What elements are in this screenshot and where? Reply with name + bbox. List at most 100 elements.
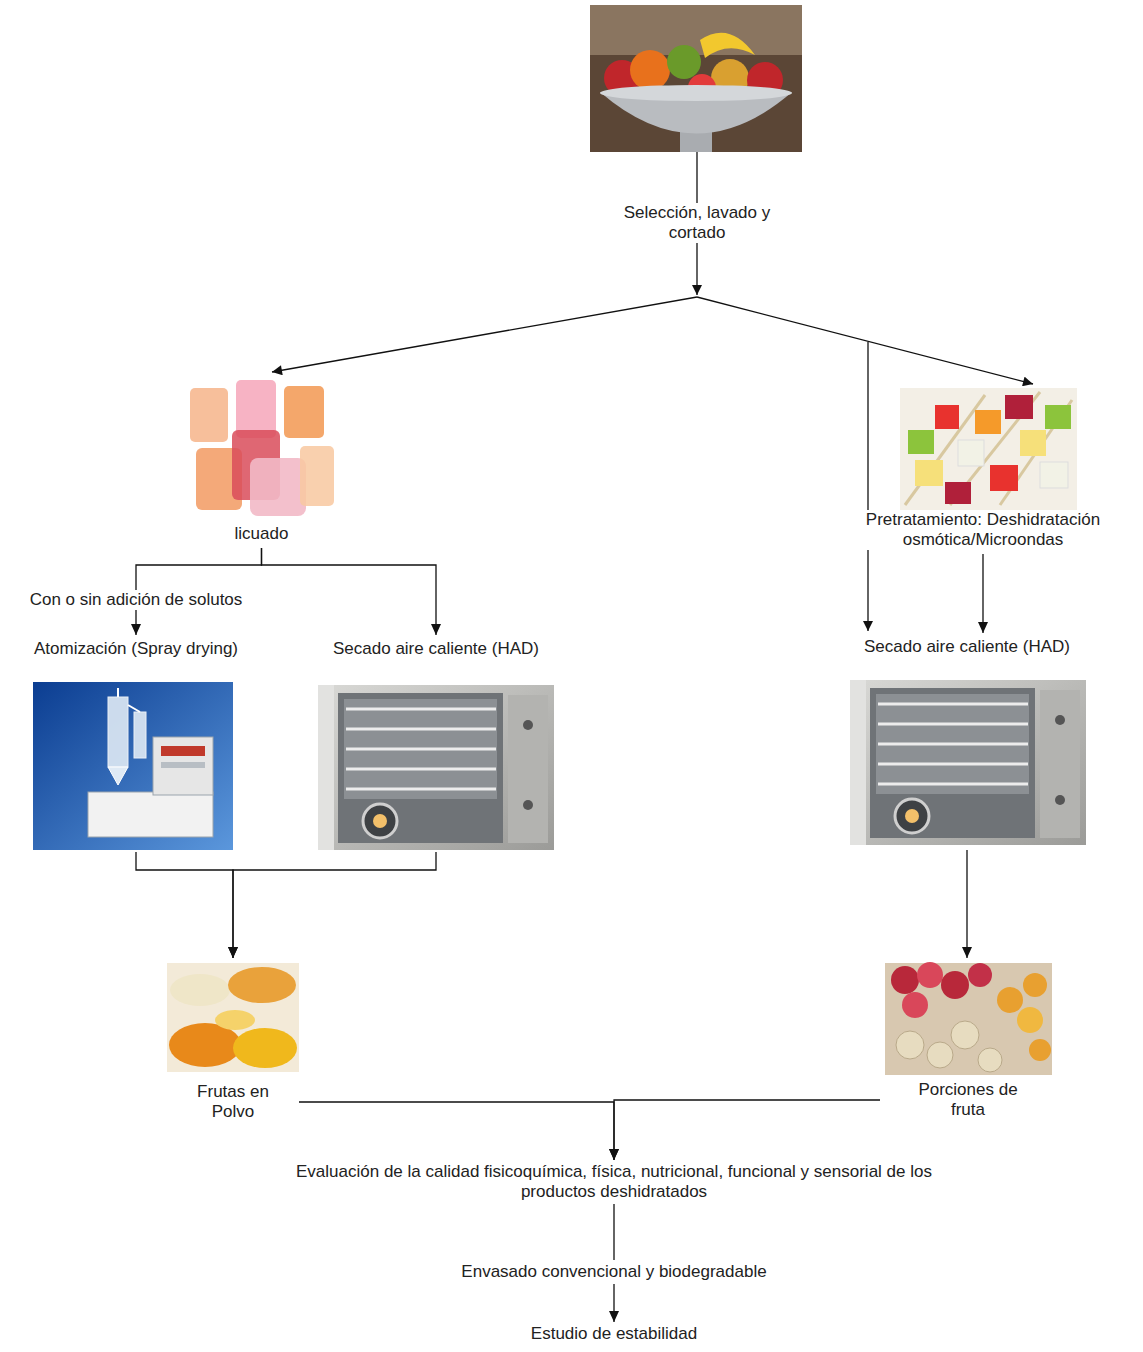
fruit-bowl-photo-part [630,50,670,90]
fruit-skewers-photo-part [945,482,971,504]
spray-dryer-photo-part [128,705,140,712]
hot-air-dryer-photo [318,685,554,850]
arrow-head [609,1311,619,1322]
dried-fruit-pieces-photo-part [927,1042,953,1068]
fruit-skewers-photo [900,388,1077,510]
spray-dryer-photo-part [88,792,213,837]
fruit-skewers-photo-part [958,440,984,466]
spray-dryer-photo-part [161,762,205,768]
product-node: Porciones de fruta [880,958,1056,1124]
fruit-powder-photo [167,963,299,1072]
fruit-powder-photo-part [170,974,230,1006]
fruit-bowl-photo-part [667,45,701,79]
connector-line [233,852,436,958]
product-node: Frutas en Polvo [167,958,299,1126]
fruit-powder-photo-part [233,1028,297,1068]
process-lines [272,152,1033,631]
process-lines-part [272,297,697,372]
dried-fruit-pieces-photo-part [968,963,992,987]
dried-fruit-pieces-photo-part [997,987,1023,1013]
spray-dryer-photo-part [153,737,213,795]
fruit-powder-photo-part [228,967,296,1003]
spray-dryer-photo-part [33,682,233,850]
spray-dryer-photo [33,682,233,850]
flow-connector [609,1284,619,1322]
dried-fruit-pieces-photo [885,962,1052,1075]
image-caption-node: licuado [183,372,340,548]
juice-glasses-photo-part [236,380,276,438]
fruit-skewers-photo-part [935,405,959,429]
process-step-text: Evaluación de la calidad fisicoquímica, … [269,1160,959,1204]
fruit-bowl-photo-part [700,33,755,58]
connector-line [966,850,967,958]
arrow-head [962,947,972,958]
flow-connector [262,548,442,635]
juice-glasses-photo-part [250,458,306,516]
spray-dryer-photo-part [134,712,146,758]
dried-fruit-pieces-photo-part [891,966,919,994]
connector-line [614,1100,880,1160]
dried-fruit-pieces-photo-part [1029,1039,1051,1061]
process-lines-part [867,342,868,631]
fruit-skewers-photo-part [1040,462,1068,488]
fruit-skewers-photo-part [1005,395,1033,419]
node-text: Estudio de estabilidad [528,1324,700,1344]
fruit-bowl-photo-part [590,5,802,152]
dried-fruit-pieces-photo-part [917,962,943,988]
flow-connector [978,554,988,633]
node-text: Secado aire caliente (HAD) [861,637,1073,657]
fruit-bowl-photo-part [600,85,792,101]
fruit-skewers-photo-part [1020,430,1046,456]
connector-line [299,1102,614,1160]
node-text: Secado aire caliente (HAD) [330,639,542,659]
hot-air-dryer-photo [850,680,1086,845]
dried-fruit-pieces-photo-part [1017,1007,1043,1033]
connector-line [136,852,233,958]
juice-glasses-photo-part [284,386,324,438]
flow-connector [614,1204,615,1260]
flow-connector [228,852,436,958]
process-step-node: Secado aire caliente (HAD) [312,635,560,852]
node-text: Porciones de fruta [905,1080,1031,1120]
node-text: licuado [232,524,292,544]
dried-fruit-pieces-photo-part [896,1031,924,1059]
dried-fruit-pieces-photo-part [978,1048,1002,1072]
fruit-skewers-photo-part [915,460,943,486]
juice-glasses-photo [183,376,340,520]
flow-connector [136,852,238,958]
fruit-skewers-photo-part [908,430,934,454]
juice-glasses-photo-part [300,446,334,506]
arrow-head [978,622,988,633]
dried-fruit-pieces-photo-part [941,971,969,999]
process-step-text: Envasado convencional y biodegradable [414,1260,814,1284]
node-text: Frutas en Polvo [180,1082,286,1122]
node-text: Evaluación de la calidad fisicoquímica, … [269,1162,959,1202]
spray-dryer-photo-part [161,746,205,756]
connector-label: Con o sin adición de solutos [27,590,246,610]
fruit-skewers-photo-part [975,410,1001,434]
fruit-powder-photo-part [215,1010,255,1030]
node-text: Envasado convencional y biodegradable [458,1262,769,1282]
dried-fruit-pieces-photo-part [902,992,928,1018]
flow-connector [299,1102,619,1160]
spray-dryer-photo-part [108,697,128,767]
arrow-head [431,624,441,635]
dried-fruit-pieces-photo-part [1023,973,1047,997]
connector-line [613,1204,614,1260]
fruit-skewers-photo-part [900,388,1077,510]
dried-fruit-pieces-photo-part [885,963,1052,1075]
process-step-node: Secado aire caliente (HAD) [840,633,1094,850]
fruit-powder-photo-part [167,963,299,1072]
dried-fruit-pieces-photo-part [951,1021,979,1049]
node-text: Pretratamiento: Deshidratación osmótica/… [828,510,1138,550]
process-step-node: Atomización (Spray drying) [16,635,256,852]
spray-dryer-photo-part [108,767,128,785]
node-text: Atomización (Spray drying) [31,639,241,659]
arrow-head [228,947,238,958]
connector-line [982,554,983,633]
flow-connector [609,1100,880,1160]
step-label: Selección, lavado y cortado [620,203,774,243]
